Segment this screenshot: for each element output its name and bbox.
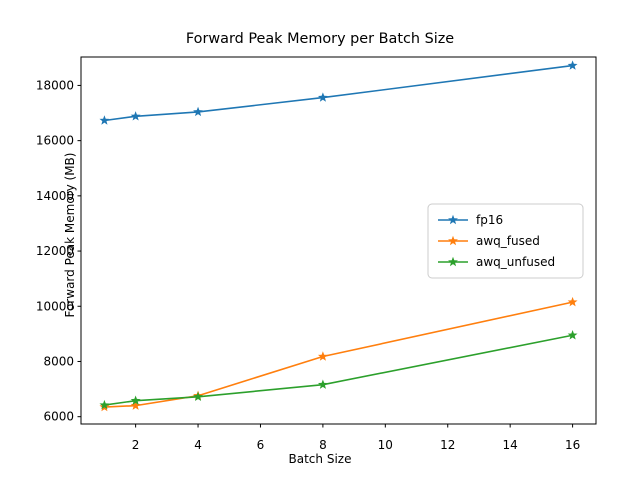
- y-tick-label: 16000: [36, 134, 74, 148]
- series-group: [99, 60, 578, 412]
- data-point-marker: [567, 330, 578, 340]
- x-tick-label: 14: [503, 438, 518, 452]
- data-point-marker: [317, 92, 328, 102]
- x-tick-label: 12: [440, 438, 455, 452]
- data-point-marker: [130, 400, 141, 410]
- data-point-marker: [193, 106, 203, 117]
- x-tick-label: 2: [132, 438, 140, 452]
- legend-label-awq_unfused: awq_unfused: [476, 255, 555, 269]
- x-tick-label: 10: [378, 438, 393, 452]
- x-tick-label: 8: [319, 438, 327, 452]
- series-line-fp16: [103, 64, 574, 122]
- y-axis-label: Forward Peak Memory (MB): [63, 152, 77, 318]
- y-tick-label: 8000: [43, 354, 74, 368]
- data-point-marker: [130, 395, 141, 405]
- y-tick-label: 18000: [36, 78, 74, 92]
- legend-marker-awq_unfused: [448, 256, 458, 267]
- data-point-marker: [193, 391, 203, 402]
- data-point-marker: [317, 351, 328, 361]
- axes-frame: [80, 56, 597, 425]
- data-point-marker: [567, 296, 578, 307]
- y-tick-label: 12000: [36, 244, 74, 258]
- legend-marker-awq_fused: [448, 235, 458, 246]
- y-tick-label: 6000: [43, 410, 74, 424]
- series-line-awq_unfused: [103, 334, 574, 406]
- data-point-marker: [567, 60, 578, 70]
- y-tick-label: 10000: [36, 299, 74, 313]
- x-tick-label: 16: [565, 438, 580, 452]
- x-tick-label: 4: [194, 438, 202, 452]
- data-point-marker: [130, 111, 141, 121]
- chart-title: Forward Peak Memory per Batch Size: [185, 31, 455, 47]
- legend: fp16 awq_fused awq_unfused: [427, 203, 584, 279]
- data-point-marker: [99, 399, 110, 410]
- legend-marker-fp16: [448, 214, 458, 225]
- legend-label-awq_fused: awq_fused: [476, 234, 540, 248]
- x-tick-label: 6: [257, 438, 265, 452]
- data-point-marker: [317, 379, 328, 389]
- legend-label-fp16: fp16: [476, 213, 503, 227]
- y-tick-label: 14000: [36, 189, 74, 203]
- data-point-marker: [99, 115, 110, 125]
- series-line-awq_fused: [103, 301, 574, 408]
- x-axis-label: Batch Size: [288, 452, 352, 466]
- legend-box: [427, 203, 584, 279]
